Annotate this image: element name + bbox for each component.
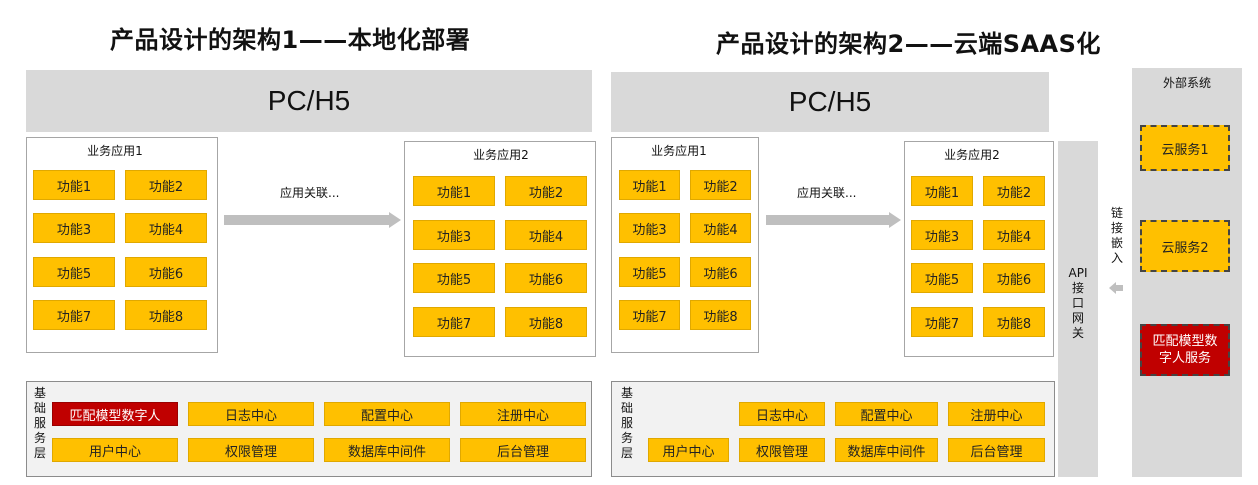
left-link-arrow bbox=[224, 215, 390, 225]
left-app1-func: 功能7 bbox=[33, 300, 115, 330]
right-base-label: 基础服务层 bbox=[620, 386, 633, 460]
right-app1-func: 功能5 bbox=[619, 257, 680, 287]
right-app2-func: 功能5 bbox=[911, 263, 973, 293]
right-base-service: 数据库中间件 bbox=[835, 438, 938, 462]
external-service: 云服务1 bbox=[1140, 125, 1230, 171]
external-service: 云服务2 bbox=[1140, 220, 1230, 272]
right-base-service: 权限管理 bbox=[739, 438, 825, 462]
right-base-service: 日志中心 bbox=[739, 402, 825, 426]
external-system-label: 外部系统 bbox=[1162, 76, 1211, 90]
right-app2-func: 功能6 bbox=[983, 263, 1045, 293]
left-app2-func: 功能5 bbox=[413, 263, 495, 293]
right-app2-func: 功能3 bbox=[911, 220, 973, 250]
left-app1-func: 功能3 bbox=[33, 213, 115, 243]
right-pc-h5-bar: PC/H5 bbox=[611, 72, 1049, 132]
right-app2-func: 功能2 bbox=[983, 176, 1045, 206]
left-base-service: 后台管理 bbox=[460, 438, 586, 462]
right-app1-func: 功能2 bbox=[690, 170, 751, 200]
left-app2-func: 功能3 bbox=[413, 220, 495, 250]
left-app1-func: 功能6 bbox=[125, 257, 207, 287]
left-link-arrowhead bbox=[389, 212, 401, 228]
right-base-service: 用户中心 bbox=[648, 438, 729, 462]
embed-arrow-icon bbox=[1109, 280, 1123, 296]
right-app1-func: 功能3 bbox=[619, 213, 680, 243]
right-app2-label: 业务应用2 bbox=[944, 148, 1000, 162]
external-service: 匹配模型数字人服务 bbox=[1140, 324, 1230, 376]
right-app1-func: 功能4 bbox=[690, 213, 751, 243]
right-app1-label: 业务应用1 bbox=[651, 144, 707, 158]
left-app2-label: 业务应用2 bbox=[473, 148, 529, 162]
right-app2-func: 功能4 bbox=[983, 220, 1045, 250]
left-app2-func: 功能2 bbox=[505, 176, 587, 206]
left-title: 产品设计的架构1——本地化部署 bbox=[110, 26, 471, 54]
left-pc-h5-bar: PC/H5 bbox=[26, 70, 592, 132]
left-app1-func: 功能1 bbox=[33, 170, 115, 200]
right-link-label: 应用关联... bbox=[797, 186, 857, 200]
left-base-service: 日志中心 bbox=[188, 402, 314, 426]
left-base-layer bbox=[26, 381, 592, 477]
left-base-service: 数据库中间件 bbox=[324, 438, 450, 462]
right-base-service: 后台管理 bbox=[948, 438, 1045, 462]
right-app2-func: 功能8 bbox=[983, 307, 1045, 337]
api-gateway-label: API接口网关 bbox=[1068, 266, 1088, 340]
left-base-service: 匹配模型数字人 bbox=[52, 402, 178, 426]
right-app1-func: 功能8 bbox=[690, 300, 751, 330]
right-app2-func: 功能1 bbox=[911, 176, 973, 206]
right-app2-func: 功能7 bbox=[911, 307, 973, 337]
left-app1-func: 功能2 bbox=[125, 170, 207, 200]
right-app1-func: 功能6 bbox=[690, 257, 751, 287]
left-link-label: 应用关联... bbox=[280, 186, 340, 200]
right-link-arrowhead bbox=[889, 212, 901, 228]
left-base-service: 配置中心 bbox=[324, 402, 450, 426]
right-title: 产品设计的架构2——云端SAAS化 bbox=[716, 30, 1101, 58]
left-app1-func: 功能8 bbox=[125, 300, 207, 330]
left-app1-label: 业务应用1 bbox=[87, 144, 143, 158]
left-app2-func: 功能4 bbox=[505, 220, 587, 250]
right-base-service: 注册中心 bbox=[948, 402, 1045, 426]
left-base-label: 基础服务层 bbox=[33, 386, 46, 460]
left-app2-func: 功能7 bbox=[413, 307, 495, 337]
right-app1-func: 功能7 bbox=[619, 300, 680, 330]
left-base-service: 用户中心 bbox=[52, 438, 178, 462]
left-app2-func: 功能6 bbox=[505, 263, 587, 293]
left-base-service: 权限管理 bbox=[188, 438, 314, 462]
right-app1-func: 功能1 bbox=[619, 170, 680, 200]
api-gateway bbox=[1058, 141, 1098, 477]
left-app1-func: 功能5 bbox=[33, 257, 115, 287]
right-base-service: 配置中心 bbox=[835, 402, 938, 426]
left-base-service: 注册中心 bbox=[460, 402, 586, 426]
left-app2-func: 功能1 bbox=[413, 176, 495, 206]
left-app1-func: 功能4 bbox=[125, 213, 207, 243]
left-app2-func: 功能8 bbox=[505, 307, 587, 337]
right-base-layer bbox=[611, 381, 1055, 477]
right-link-arrow bbox=[766, 215, 890, 225]
embed-label: 链接嵌入 bbox=[1110, 206, 1123, 265]
